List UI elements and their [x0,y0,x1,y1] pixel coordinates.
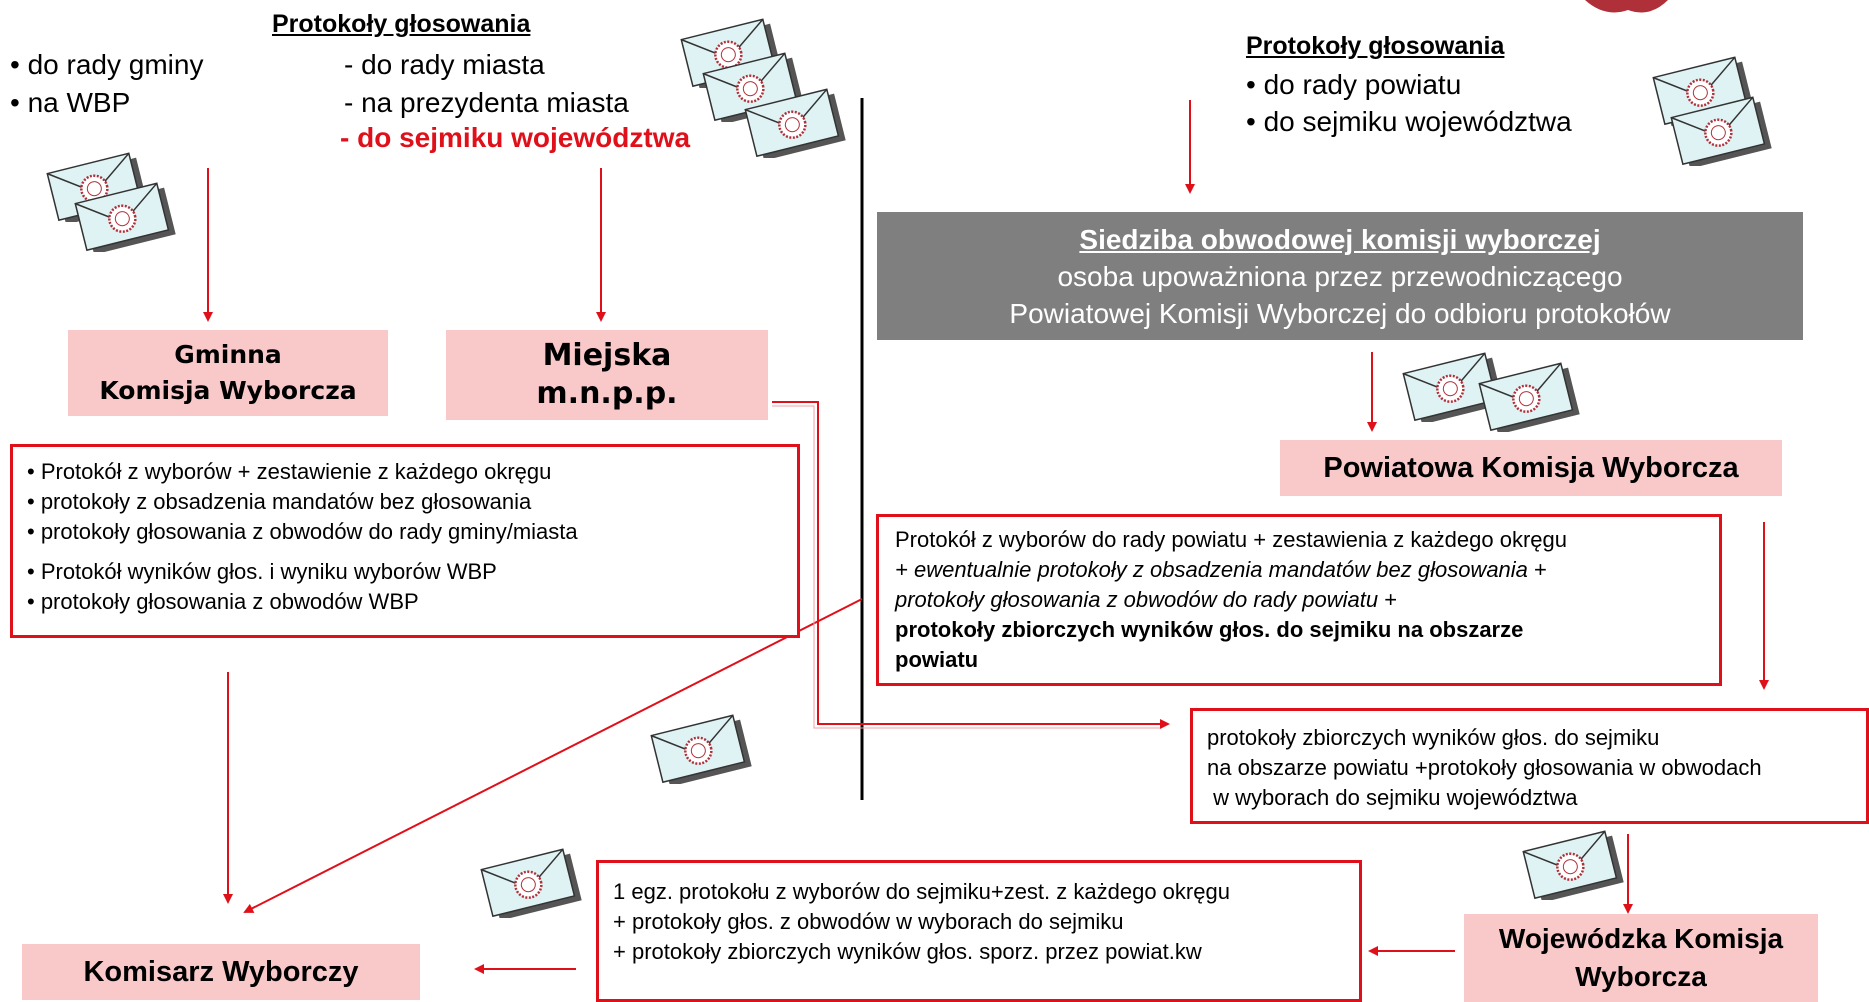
sealed-envelope-icon [742,88,848,163]
list-item: • protokoły głosowania z obwodów WBP [27,589,419,614]
powiat-line5: powiatu [895,647,979,672]
top-left-title: Protokoły głosowania [272,10,531,38]
siedziba-line3: Powiatowej Komisji Wyborczej do odbioru … [1009,297,1671,329]
gminna-line2: Komisja Wyborcza [99,376,357,405]
sejmik-line3: w wyborach do sejmiku województwa [1207,785,1578,810]
sealed-envelope-icon [1476,362,1582,437]
wojewodzka-komisja-box: Wojewódzka Komisja Wyborcza [1464,914,1818,1002]
logo-fragment [1585,0,1668,13]
list-item: - do rady miasta [344,49,545,80]
sealed-envelope-icon [1400,352,1506,427]
gminna-komisja-box: Gminna Komisja Wyborcza [68,330,388,416]
bottom-protocols-box: 1 egz. protokołu z wyborów do sejmiku+ze… [596,860,1362,1002]
top-left-highlight: - do sejmiku województwa [340,122,691,153]
powiat-line4: protokoły zbiorczych wyników głos. do se… [895,617,1524,642]
powiat-line2-tail: + [1527,557,1547,582]
list-item: • na WBP [10,87,131,118]
wojewodzka-line1: Wojewódzka Komisja [1498,923,1784,954]
bottom-line1: 1 egz. protokołu z wyborów do sejmiku+ze… [613,879,1230,904]
komisarz-wyborczy-box: Komisarz Wyborczy [22,944,420,1000]
siedziba-line2: osoba upoważniona przez przewodniczącego [1057,260,1623,292]
sejmik-line2: na obszarze powiatu +protokoły głosowani… [1207,755,1762,780]
sejmik-protocols-box: protokoły zbiorczych wyników głos. do se… [1190,708,1869,824]
siedziba-box: Siedziba obwodowej komisji wyborczej oso… [877,212,1803,340]
sealed-envelope-icon [478,848,584,923]
top-right-list: • do rady powiatu • do sejmiku województ… [1246,66,1572,140]
gminna-line1: Gminna [174,340,282,369]
top-left-col1: • do rady gminy • na WBP [10,46,203,122]
list-item: • protokoły głosowania z obwodów do rady… [27,519,578,544]
powiatowa-label: Powiatowa Komisja Wyborcza [1323,451,1739,484]
powiat-line3: protokoły głosowania z obwodów do rady p… [895,587,1379,612]
sealed-envelope-icon [1520,830,1626,905]
powiat-line2: + ewentualnie protokoły z obsadzenia man… [895,557,1528,582]
list-item: - na prezydenta miasta [344,87,629,118]
list-item: • do sejmiku województwa [1246,106,1572,137]
powiat-line3-tail: + [1378,587,1398,612]
powiatowa-komisja-box: Powiatowa Komisja Wyborcza [1280,440,1782,496]
left-protocols-box: • Protokół z wyborów + zestawienie z każ… [10,444,800,638]
list-item: • Protokół wyników głos. i wyniku wyboró… [27,559,497,584]
list-item: • Protokół z wyborów + zestawienie z każ… [27,459,552,484]
bottom-line2: + protokoły głos. z obwodów w wyborach d… [613,909,1124,934]
list-item: • do rady gminy [10,49,204,80]
top-right-title: Protokoły głosowania [1246,32,1505,60]
powiat-protocols-box: Protokół z wyborów do rady powiatu + zes… [876,514,1722,686]
siedziba-title: Siedziba obwodowej komisji wyborczej [1079,223,1601,255]
miejska-line1: Miejska [542,338,672,373]
sejmik-line1: protokoły zbiorczych wyników głos. do se… [1207,725,1660,750]
miejska-komisja-box: Miejska m.n.p.p. [446,330,768,420]
miejska-line2: m.n.p.p. [536,376,678,411]
arrow-miejska-to-sejmik [772,401,1170,729]
powiat-line1: Protokół z wyborów do rady powiatu + zes… [895,527,1567,552]
bottom-line3: + protokoły zbiorczych wyników głos. spo… [613,939,1202,964]
list-item: • do rady powiatu [1246,69,1462,100]
arrow-powiat-to-komisarz [243,598,863,913]
sealed-envelope-icon [1668,96,1774,171]
top-left-col2: - do rady miasta - na prezydenta miasta [344,46,629,122]
sealed-envelope-icon [648,714,754,789]
list-item: • protokoły z obsadzenia mandatów bez gł… [27,489,532,514]
sealed-envelope-icon [72,182,178,257]
wojewodzka-line2: Wyborcza [1575,961,1707,992]
komisarz-label: Komisarz Wyborczy [83,955,359,988]
